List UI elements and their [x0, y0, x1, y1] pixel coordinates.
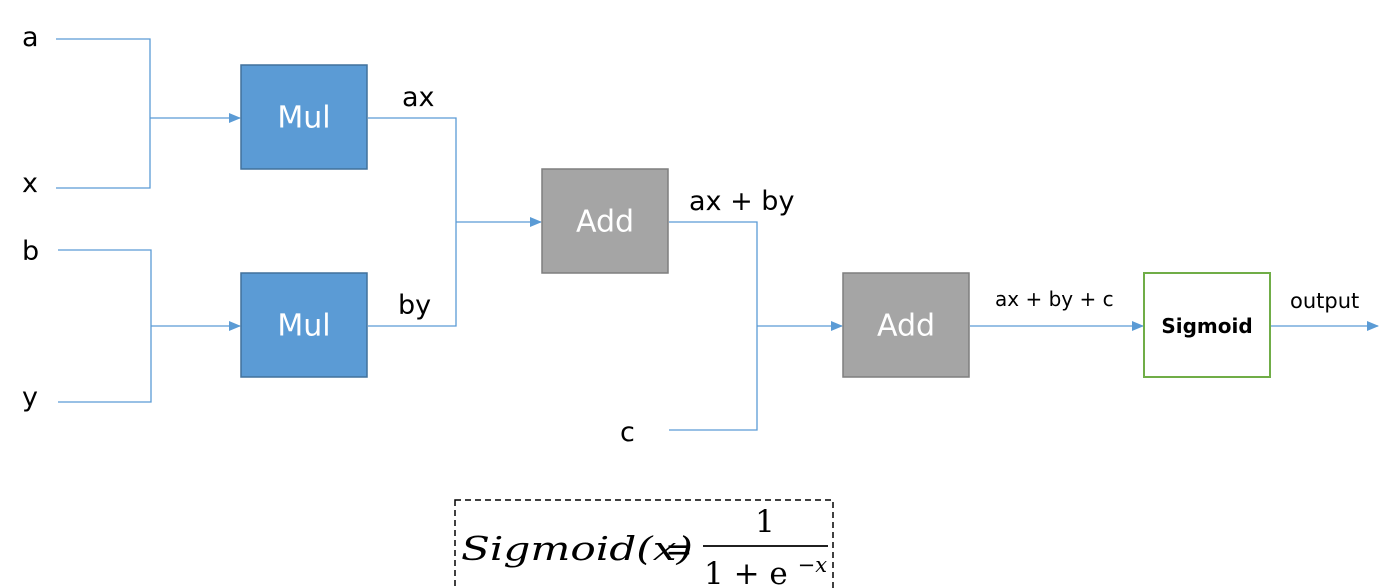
sigmoid-node: Sigmoid: [1143, 272, 1271, 378]
mul-node-top-label: Mul: [277, 101, 330, 136]
formula-dashed-border: [454, 499, 834, 588]
formula-denominator: 1 + e −x: [704, 553, 827, 588]
input-c: c: [620, 417, 635, 448]
formula-numerator: 1: [755, 504, 775, 540]
sigmoid-node-label: Sigmoid: [1161, 314, 1252, 338]
input-a: a: [22, 22, 39, 53]
sigmoid-formula: Sigmoid(x) = 1 1 + e −x: [454, 499, 834, 588]
formula-equals: =: [665, 529, 693, 568]
edge-label-output: output: [1290, 289, 1359, 313]
formula-denominator-base: 1 + e: [704, 556, 788, 588]
formula-lhs: Sigmoid(x): [461, 529, 693, 568]
edge-label-ax: ax: [402, 82, 435, 113]
add-node-first-label: Add: [576, 205, 634, 240]
mul-node-top: Mul: [240, 64, 368, 170]
input-b: b: [22, 236, 39, 267]
wire-mul-outputs-to-add-first: [368, 117, 541, 327]
connections: [56, 38, 1379, 431]
add-node-second: Add: [842, 272, 970, 378]
wire-b-y-to-mul-bottom: [58, 249, 240, 403]
edge-label-by: by: [398, 290, 431, 321]
add-node-first: Add: [541, 168, 669, 274]
wire-a-x-to-mul-top: [56, 38, 240, 189]
add-node-second-label: Add: [877, 309, 935, 344]
input-x: x: [22, 168, 38, 199]
edge-label-ax-by-c: ax + by + c: [995, 287, 1114, 311]
input-y: y: [22, 382, 38, 413]
wire-add-first-c-to-add-second: [669, 221, 842, 431]
formula-denominator-exponent: −x: [798, 553, 828, 577]
edge-label-ax-by: ax + by: [689, 186, 794, 217]
mul-node-bottom: Mul: [240, 272, 368, 378]
mul-node-bottom-label: Mul: [277, 309, 330, 344]
